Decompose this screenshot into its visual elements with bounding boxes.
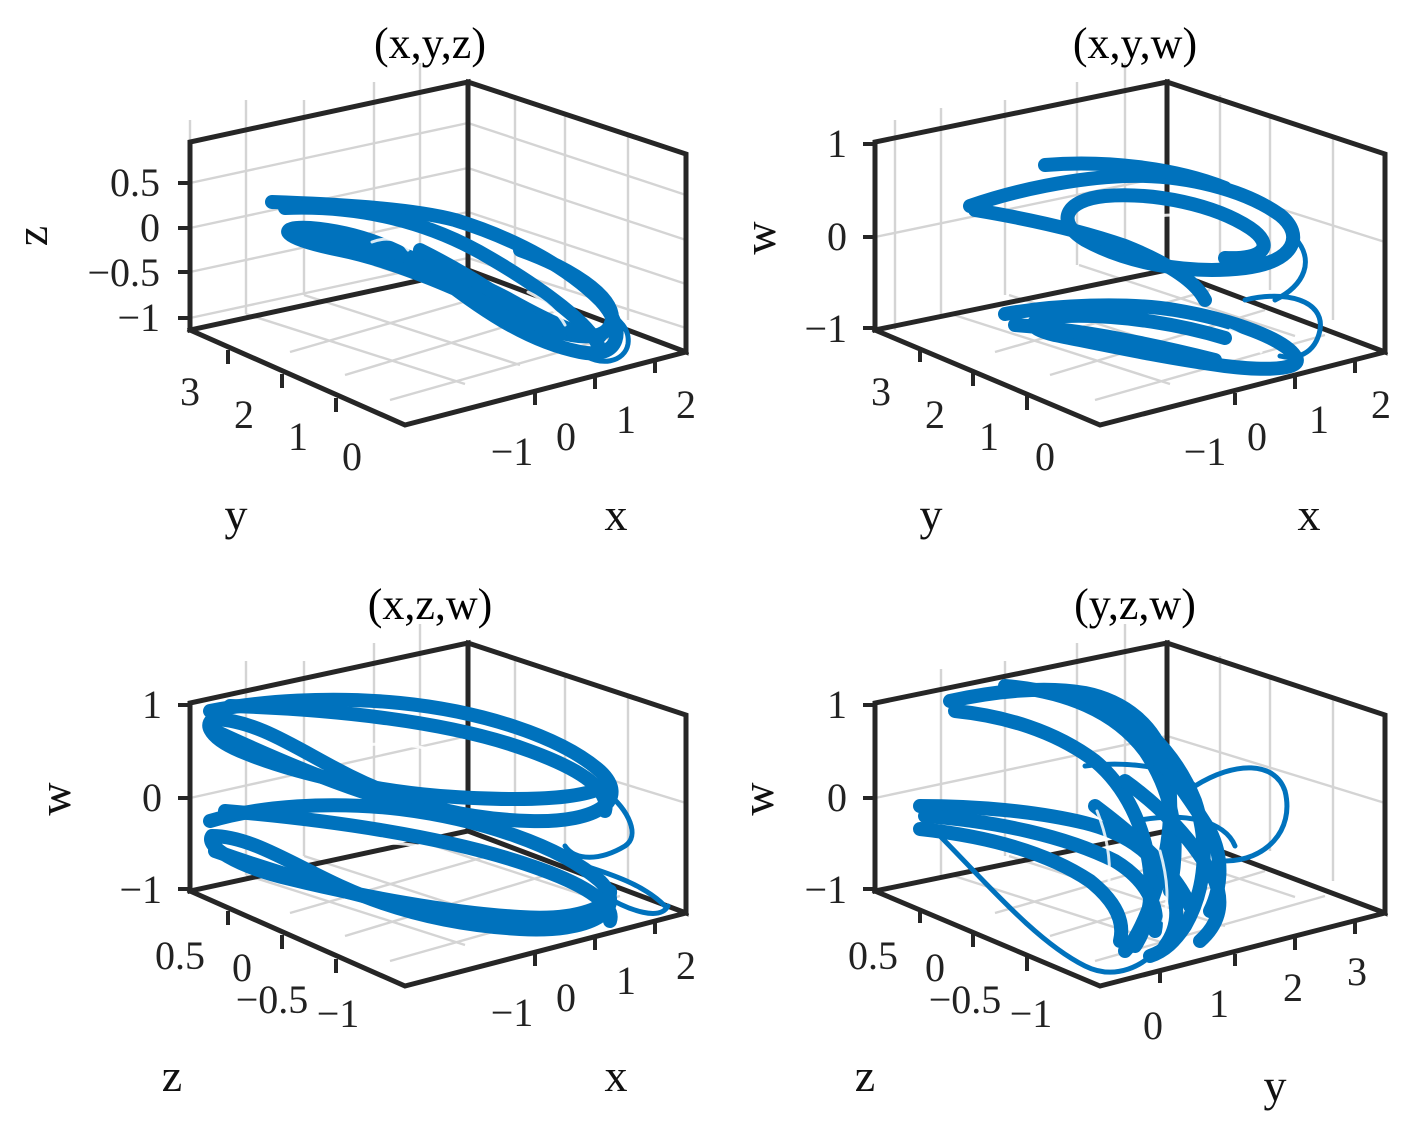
w-tick-neg1: −1 — [119, 867, 162, 912]
w-tick-1: 1 — [142, 682, 162, 727]
plot-xyw: (x,y,w) 1 0 −1 3 2 1 0 −1 0 1 2 w y x — [734, 19, 1391, 540]
tick-marks — [863, 703, 1357, 983]
z-axis-label: z — [855, 1050, 875, 1101]
x-tick-neg1: −1 — [491, 990, 534, 1035]
y-axis-label: y — [920, 489, 943, 540]
w-tick-1: 1 — [827, 682, 847, 727]
z-tick-neg1: −1 — [1010, 991, 1053, 1036]
x-tick-2: 2 — [1371, 382, 1391, 427]
plot-xzw: (x,z,w) 1 0 −1 0.5 0 −0.5 −1 −1 0 1 2 w … — [29, 580, 696, 1101]
w-tick-0: 0 — [827, 214, 847, 259]
z-tick-0.5: 0.5 — [155, 933, 205, 978]
plot-panel-xyz: (x,y,z) 0.5 0 −0.5 −1 3 2 1 0 −1 0 1 2 z… — [0, 0, 705, 561]
x-tick-1: 1 — [616, 958, 636, 1003]
trajectory-series — [265, 195, 631, 364]
plot-panel-xzw: (x,z,w) 1 0 −1 0.5 0 −0.5 −1 −1 0 1 2 w … — [0, 561, 705, 1122]
z-tick-0: 0 — [925, 945, 945, 990]
x-tick-neg1: −1 — [1184, 429, 1227, 474]
z-tick-0.5: 0.5 — [848, 933, 898, 978]
x-tick-0: 0 — [1247, 414, 1267, 459]
z-axis-label: z — [6, 226, 57, 246]
x-tick-neg1: −1 — [491, 429, 534, 474]
y-tick-2: 2 — [1283, 965, 1303, 1010]
x-tick-1: 1 — [1309, 397, 1329, 442]
w-tick-0: 0 — [142, 775, 162, 820]
z-tick-0: 0 — [140, 205, 160, 250]
plot-panel-xyw: (x,y,w) 1 0 −1 3 2 1 0 −1 0 1 2 w y x — [705, 0, 1410, 561]
x-tick-2: 2 — [676, 382, 696, 427]
z-tick-0.5: 0.5 — [110, 160, 160, 205]
y-tick-3: 3 — [180, 369, 200, 414]
title: (x,y,z) — [374, 19, 486, 68]
w-tick-neg1: −1 — [804, 867, 847, 912]
y-tick-3: 3 — [1347, 949, 1367, 994]
w-axis-label: w — [734, 221, 785, 255]
y-tick-3: 3 — [871, 369, 891, 414]
tick-marks — [863, 142, 1357, 410]
z-axis-label: z — [162, 1050, 182, 1101]
axis-box — [871, 78, 1389, 428]
x-tick-1: 1 — [616, 397, 636, 442]
y-tick-2: 2 — [925, 392, 945, 437]
x-axis-label: x — [605, 489, 628, 540]
y-tick-1: 1 — [288, 414, 308, 459]
z-tick-neg0.5: −0.5 — [236, 977, 309, 1022]
title: (x,y,w) — [1073, 19, 1197, 68]
w-tick-0: 0 — [827, 775, 847, 820]
plot-xyz: (x,y,z) 0.5 0 −0.5 −1 3 2 1 0 −1 0 1 2 z… — [6, 19, 696, 540]
x-tick-0: 0 — [556, 975, 576, 1020]
w-tick-neg1: −1 — [804, 306, 847, 351]
w-tick-1: 1 — [827, 121, 847, 166]
x-axis-label: x — [1298, 489, 1321, 540]
y-axis-label: y — [225, 489, 248, 540]
z-tick-neg1: −1 — [317, 991, 360, 1036]
y-tick-0: 0 — [1035, 434, 1055, 479]
plot-yzw: (y,z,w) 1 0 −1 0.5 0 −0.5 −1 0 1 2 3 w z… — [732, 580, 1389, 1111]
trajectory-series — [963, 156, 1323, 376]
plot-panel-yzw: (y,z,w) 1 0 −1 0.5 0 −0.5 −1 0 1 2 3 w z… — [705, 561, 1410, 1122]
y-tick-0: 0 — [1143, 1003, 1163, 1048]
z-tick-neg0.5: −0.5 — [929, 977, 1002, 1022]
z-tick-neg1: −1 — [117, 295, 160, 340]
tick-marks — [178, 181, 657, 412]
y-tick-1: 1 — [979, 414, 999, 459]
z-tick-neg0.5: −0.5 — [87, 250, 160, 295]
y-tick-0: 0 — [342, 434, 362, 479]
trajectory-series — [202, 692, 671, 937]
title: (y,z,w) — [1074, 580, 1196, 629]
y-axis-label: y — [1264, 1060, 1287, 1111]
axis-box — [871, 639, 1389, 989]
trajectory-series — [913, 679, 1290, 975]
x-tick-2: 2 — [676, 943, 696, 988]
w-axis-label: w — [29, 782, 80, 816]
tick-marks — [178, 703, 657, 973]
x-axis-label: x — [605, 1050, 628, 1101]
z-tick-0: 0 — [232, 945, 252, 990]
w-axis-label: w — [732, 782, 783, 816]
x-tick-0: 0 — [556, 414, 576, 459]
y-tick-2: 2 — [234, 392, 254, 437]
title: (x,z,w) — [368, 580, 493, 629]
y-tick-1: 1 — [1209, 981, 1229, 1026]
